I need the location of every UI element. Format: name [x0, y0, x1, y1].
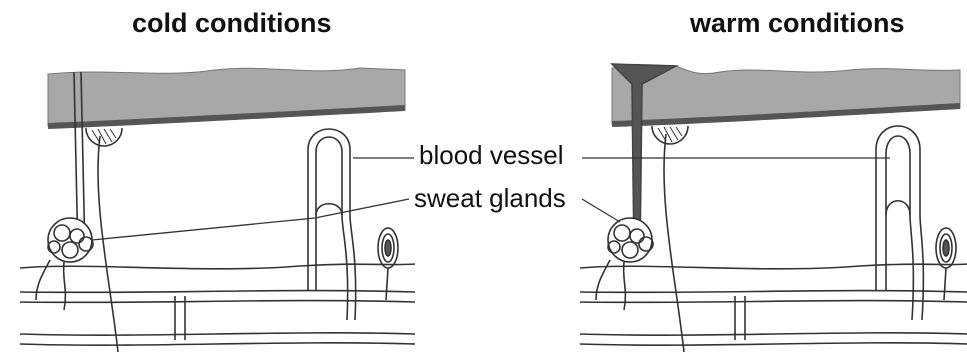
- sweat-gland-cold: [36, 218, 93, 310]
- panel-warm: [580, 64, 967, 352]
- follicle-cold: [86, 128, 122, 146]
- follicle-warm: [652, 126, 688, 144]
- leader-sweat-glands-right: [582, 199, 620, 222]
- dermis-boundary-warm: [580, 264, 967, 269]
- leader-sweat-glands-left: [92, 199, 409, 240]
- sweat-gland-warm: [596, 218, 653, 310]
- label-sweat-glands: sweat glands: [414, 183, 566, 214]
- label-blood-vessel: blood vessel: [419, 140, 564, 171]
